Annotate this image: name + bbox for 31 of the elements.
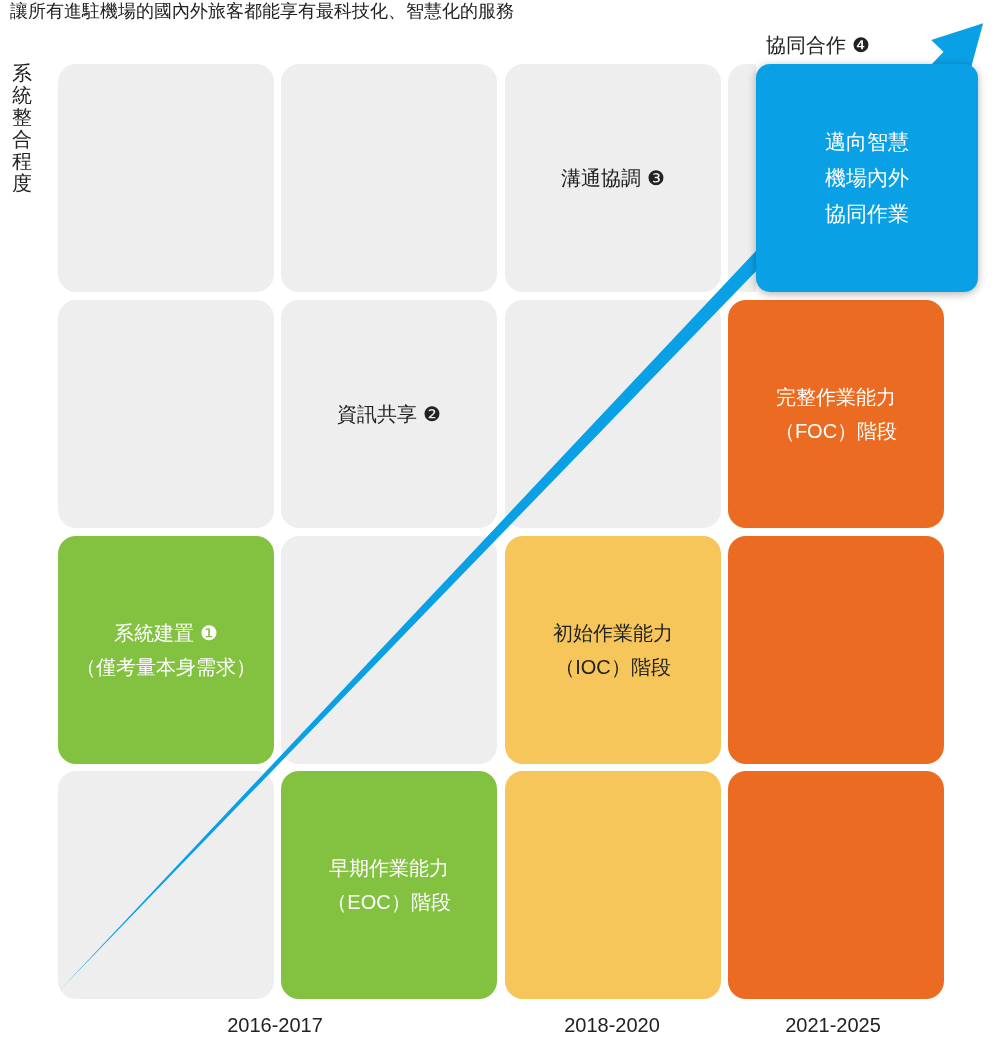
empty-cell [58, 771, 274, 999]
cell-text: 初始作業能力 [553, 621, 673, 646]
goal-text: 邁向智慧機場內外協同作業 [825, 129, 909, 227]
stage-cell [505, 536, 721, 764]
empty-cell [505, 771, 721, 999]
stage-cell [281, 771, 497, 999]
cell-text: （IOC）階段 [555, 655, 671, 680]
stage-cell [58, 536, 274, 764]
stage-cell [281, 300, 497, 528]
cell-text: 資訊共享 ❷ [337, 402, 441, 427]
heading: 讓所有進駐機場的國內外旅客都能享有最科技化、智慧化的服務 [10, 0, 514, 22]
stage-cell [728, 300, 944, 528]
empty-cell [728, 64, 756, 292]
year-label: 2021-2025 [785, 1013, 881, 1038]
cell-text: （FOC）階段 [774, 419, 898, 444]
empty-cell [505, 300, 721, 528]
cell-text: 系統建置 ❶ [114, 621, 218, 646]
cell-text: 完整作業能力 [776, 385, 896, 410]
goal-box [756, 64, 978, 292]
cell-text: 溝通協調 ❸ [561, 166, 665, 191]
cell-text: 早期作業能力 [329, 856, 449, 881]
year-label: 2016-2017 [227, 1013, 323, 1038]
stage-label: 協同合作 ❹ [766, 33, 870, 58]
empty-cell [281, 536, 497, 764]
stage-cell [505, 64, 721, 292]
cell-text: （僅考量本身需求） [76, 655, 256, 680]
cell-text: （EOC）階段 [327, 890, 451, 915]
axis-label: 系統整合程度 [12, 62, 32, 194]
empty-cell [728, 771, 944, 999]
empty-cell [728, 536, 944, 764]
year-label: 2018-2020 [564, 1013, 660, 1038]
